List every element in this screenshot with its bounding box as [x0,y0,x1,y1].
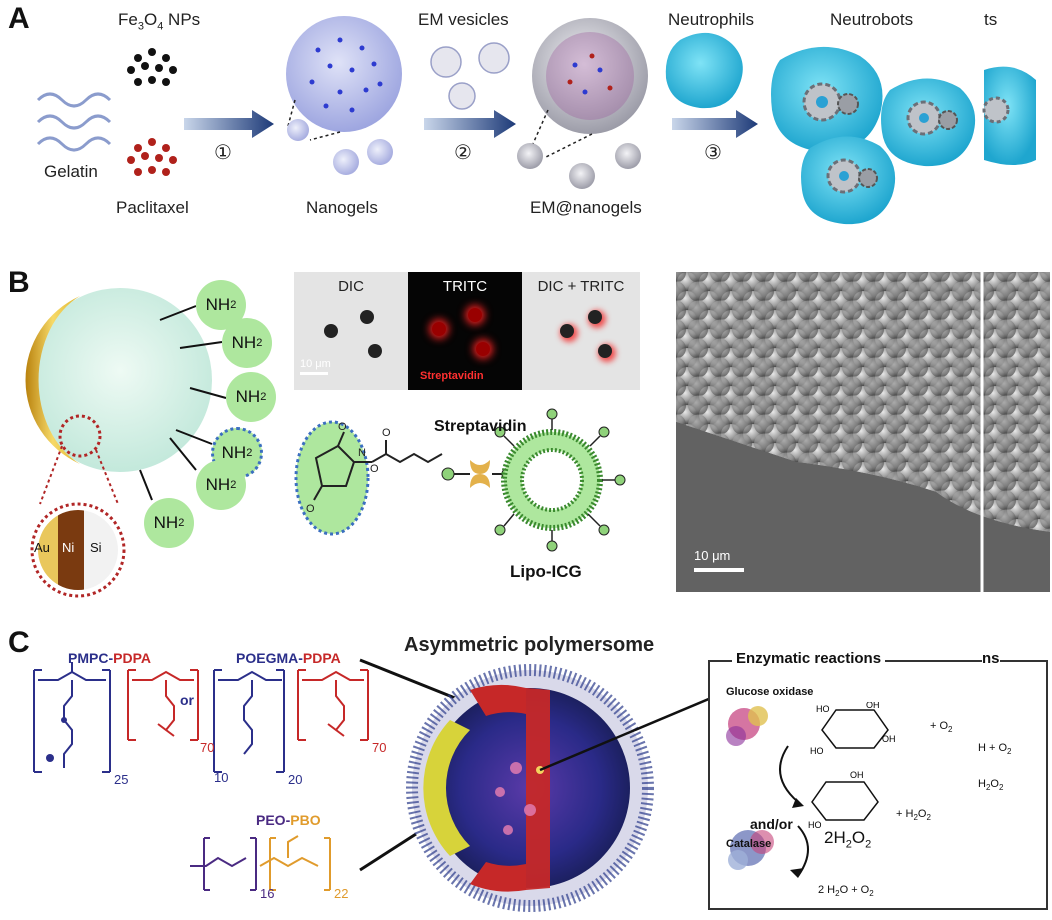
micro-dic-tritc-image: DIC + TRITC [522,272,640,390]
janus-particle-graphic [25,288,227,598]
label-neutrobots: Neutrobots [830,10,914,29]
cut-box-right: ns H + O2 H2O2 [976,650,1048,910]
reaction-scheme: HO OH OH HO OH HO [726,702,896,878]
glucose-oxidase-label: Glucose oxidase [726,686,814,698]
svg-text:O: O [382,427,391,439]
svg-text:O: O [306,503,315,515]
sem-scale-label: 10 μm [694,548,731,563]
paclitaxel-molecules [127,138,177,176]
fe3o4-nanoparticles [127,48,177,86]
cut-h2o2-label: H2O2 [978,778,1004,793]
panel-a-letter: A [8,2,30,35]
streptavidin-label: Streptavidin [434,418,527,435]
arrow-step-3 [672,110,758,138]
label-gelatin: Gelatin [44,162,98,181]
label-cut-ts: ts [984,10,998,29]
conjugation-scheme: O O N O O [294,408,626,552]
label-fe3o4: Fe3O4 NPs [118,10,201,33]
em-nanogel-enlarged [532,18,648,134]
panel-a-graphic [36,16,1036,225]
glucose-oxidase-protein [726,706,768,746]
h2o2-product: + H2O2 [896,808,931,823]
label-em-nanogels: EM@nanogels [530,198,642,217]
subscript-10: 10 [214,770,229,785]
label-paclitaxel: Paclitaxel [116,198,189,217]
panel-c-title: Asymmetric polymersome [404,634,655,656]
micro-dic-tritc-label: DIC + TRITC [537,278,625,295]
o2-product-a: + O2 [930,720,953,735]
neutrophil-cell [665,32,743,109]
micro-tritc-label: TRITC [442,278,488,295]
catalase-label: Catalase [726,838,772,850]
em-vesicles [430,42,510,110]
label-em-vesicles: EM vesicles [418,10,509,29]
subscript-70b: 70 [372,740,387,755]
arrow-step-1 [184,110,274,138]
layer-label-au: Au [34,540,50,555]
arrow-step-2 [424,110,516,138]
catalase-protein [728,830,774,870]
polymersome-graphic [359,658,720,912]
label-neutrophils: Neutrophils [668,10,754,29]
panel-b-letter: B [8,266,30,299]
svg-text:OH: OH [866,702,880,710]
svg-text:OH: OH [850,770,864,780]
label-step-1: ① [214,142,232,164]
panel-c-letter: C [8,626,30,659]
polymer-or: or [180,692,194,708]
subscript-25: 25 [114,772,129,787]
cut-ns-label: ns [982,650,1000,667]
two-h2o2-label: 2H2O2 [824,828,872,851]
micro-dic-label: DIC [338,278,364,295]
cut-o2-label: H + O2 [978,742,1012,757]
enzymatic-title: Enzymatic reactions [732,650,886,667]
svg-text:HO: HO [808,820,822,830]
sem-spheres [676,272,1050,592]
svg-text:O: O [338,421,347,433]
svg-text:O: O [370,463,379,475]
catalase-products: 2 H2O + O2 [818,884,874,899]
enzymatic-reactions-box: Enzymatic reactions Glucose oxidase HO OH… [708,650,980,910]
gelatin-chains [36,92,112,152]
svg-text:N: N [358,447,366,459]
neutrobots [771,46,1036,225]
micro-tritc-image: TRITC Streptavidin [408,272,522,390]
subscript-22: 22 [334,886,349,901]
label-nanogels: Nanogels [306,198,378,217]
streptavidin-red-label: Streptavidin [420,370,484,382]
micro-scale-label: 10 μm [300,358,331,370]
layer-label-si: Si [90,540,102,555]
sem-image: 10 μm [676,272,1050,592]
subscript-70a: 70 [200,740,215,755]
label-step-3: ③ [704,142,722,164]
polymer-peo-pbo: PEO-PBO [256,812,321,828]
subscript-16: 16 [260,886,275,901]
micro-dic-image: DIC 10 μm [294,272,408,390]
layer-label-ni: Ni [62,540,75,555]
polymer-poegma-pdpa: POEGMA-PDPA [236,650,341,666]
svg-text:HO: HO [810,746,824,756]
subscript-20: 20 [288,772,303,787]
label-step-2: ② [454,142,472,164]
lipo-icg-label: Lipo-ICG [510,562,582,581]
nanogel-enlarged [286,16,402,132]
and-or-label: and/or [750,816,793,832]
svg-text:HO: HO [816,704,830,714]
svg-text:OH: OH [882,734,896,744]
polymer-pmpc-pdpa: PMPC-PDPA [68,650,151,666]
polymer-structures [33,662,369,891]
